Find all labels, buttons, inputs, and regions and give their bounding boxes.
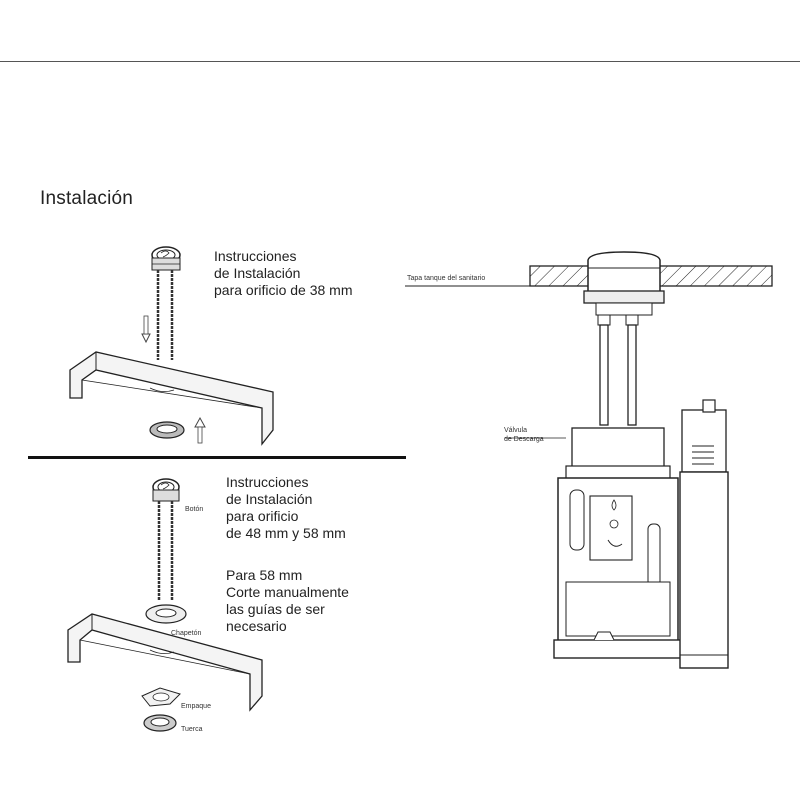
button-38mm (151, 246, 181, 360)
button-48-58mm (152, 478, 180, 600)
label-boton: Botón (185, 506, 204, 513)
guide-bracket-38mm (69, 351, 274, 446)
top-divider (0, 61, 800, 62)
cables (599, 324, 637, 426)
discharge-valve (505, 427, 683, 659)
note-58mm: Para 58 mm Corte manualmente las guías d… (226, 567, 349, 634)
label-tuerca: Tuerca (181, 726, 203, 733)
label-valvula-descarga: Válvula de Descarga (504, 427, 544, 443)
overflow-tube (679, 399, 729, 669)
down-arrow-icon (141, 315, 151, 344)
instructions-38mm: Instrucciones de Instalación para orific… (214, 248, 353, 298)
section-divider (28, 456, 406, 459)
escutcheon-chapeton (145, 604, 187, 624)
gasket-empaque (141, 687, 181, 707)
label-tapa-tanque: Tapa tanque del sanitario (407, 275, 486, 282)
instructions-48-58mm: Instrucciones de Instalación para orific… (226, 474, 346, 541)
page-title: Instalación (40, 188, 134, 209)
guide-bracket-48-58mm (67, 613, 263, 712)
up-arrow-icon (194, 416, 206, 444)
flush-button-assembly (583, 251, 665, 326)
nut-tuerca (143, 714, 177, 732)
nut-38mm (149, 421, 185, 439)
label-chapeton: Chapetón (171, 630, 202, 637)
label-empaque: Empaque (181, 703, 211, 710)
